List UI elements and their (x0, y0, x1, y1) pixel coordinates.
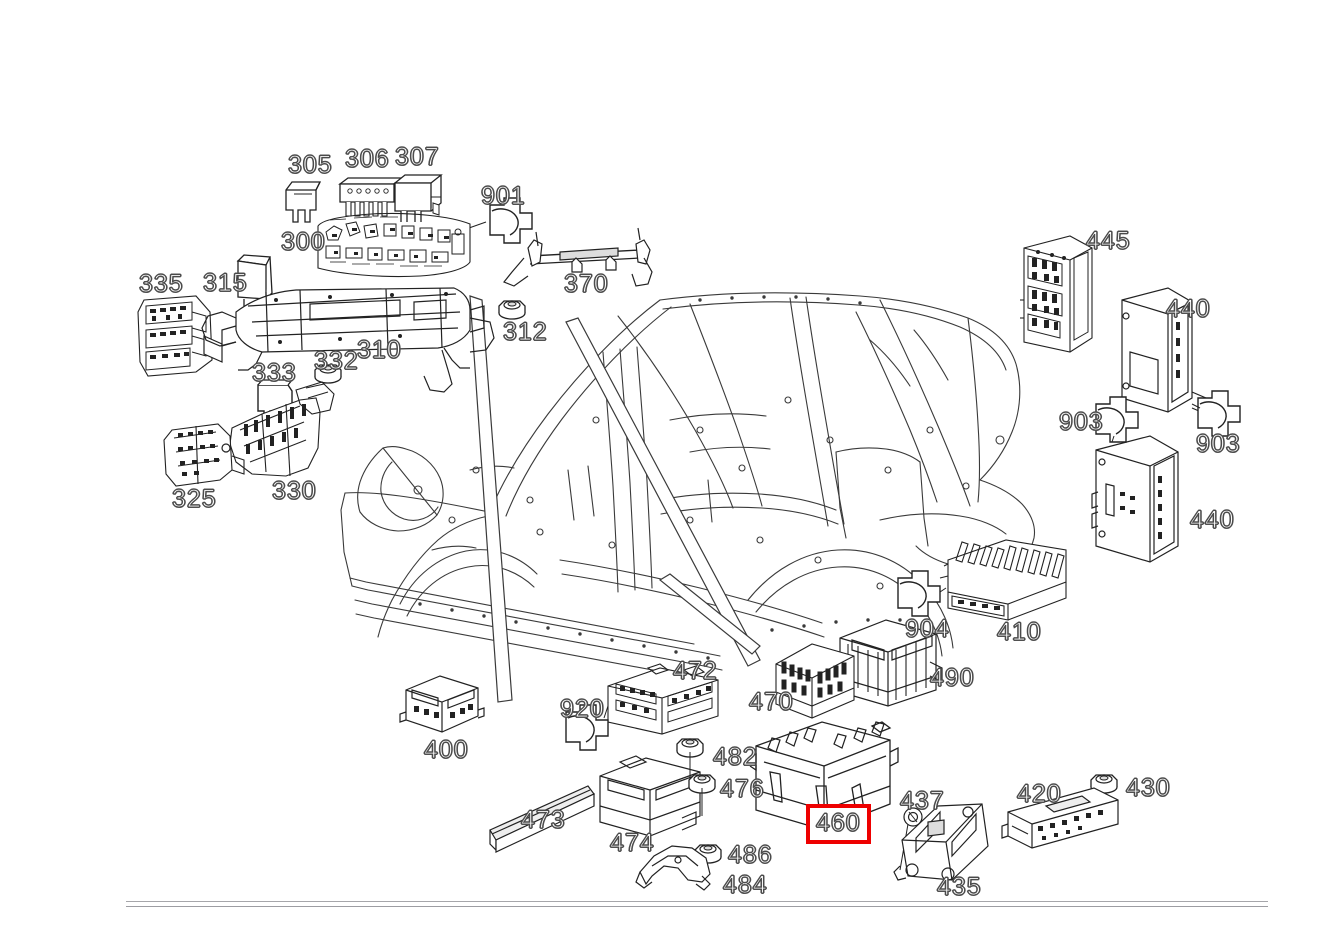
part-label-445: 445 (1085, 227, 1131, 255)
part-label-332: 332 (313, 347, 359, 375)
part-label-437: 437 (899, 787, 945, 815)
part-label-310: 310 (356, 336, 402, 364)
part-484 (635, 845, 711, 891)
part-label-300: 300 (280, 228, 326, 256)
part-490 (839, 619, 943, 707)
part-label-315: 315 (202, 269, 248, 297)
part-306 (338, 177, 404, 217)
part-label-903-left: 903 (1058, 408, 1104, 436)
part-437-grommet (903, 807, 923, 827)
part-label-333: 333 (251, 359, 297, 387)
part-label-410: 410 (996, 618, 1042, 646)
part-label-420: 420 (1016, 780, 1062, 808)
part-400 (399, 675, 485, 733)
part-label-474: 474 (609, 829, 655, 857)
part-420 (1001, 787, 1119, 849)
part-472 (565, 663, 719, 751)
part-370 (503, 227, 653, 287)
part-label-460[interactable]: 460 (806, 804, 871, 844)
part-445 (1020, 235, 1093, 353)
part-435 (893, 803, 989, 881)
part-label-484: 484 (722, 871, 768, 899)
part-label-307: 307 (394, 143, 440, 171)
part-310 (201, 287, 495, 393)
part-470 (775, 643, 855, 719)
part-474 (599, 755, 701, 837)
part-label-472: 472 (672, 657, 718, 685)
part-330 (209, 381, 335, 477)
part-label-901: 901 (480, 182, 526, 210)
part-312-nut (498, 300, 526, 320)
part-label-904: 904 (904, 615, 950, 643)
part-label-486: 486 (727, 841, 773, 869)
part-label-470: 470 (748, 688, 794, 716)
part-325 (163, 423, 245, 487)
part-label-335: 335 (138, 270, 184, 298)
part-label-903-right: 903 (1195, 430, 1241, 458)
part-label-330: 330 (271, 477, 317, 505)
part-300-board (317, 212, 471, 278)
part-label-430: 430 (1125, 774, 1171, 802)
part-label-325: 325 (171, 485, 217, 513)
car-body-shell (340, 292, 1036, 681)
part-label-473: 473 (520, 806, 566, 834)
part-label-482: 482 (712, 743, 758, 771)
part-label-440-top: 440 (1165, 295, 1211, 323)
part-335 (137, 295, 223, 377)
part-307 (393, 174, 443, 228)
wiring-harness-strips (469, 295, 761, 703)
part-label-440-bottom: 440 (1189, 506, 1235, 534)
part-473 (489, 785, 595, 853)
part-label-370: 370 (563, 270, 609, 298)
part-label-400: 400 (423, 736, 469, 764)
part-label-920: 920 (559, 695, 605, 723)
part-label-306: 306 (344, 145, 390, 173)
part-label-476: 476 (719, 775, 765, 803)
part-460 (749, 721, 899, 831)
part-label-312: 312 (502, 318, 548, 346)
part-440-bottom (1091, 396, 1179, 563)
part-label-305: 305 (287, 151, 333, 179)
part-410 (897, 539, 1067, 621)
part-label-490: 490 (929, 664, 975, 692)
part-305 (285, 181, 322, 223)
part-label-435: 435 (936, 873, 982, 901)
footer-divider-rule (126, 901, 1268, 907)
